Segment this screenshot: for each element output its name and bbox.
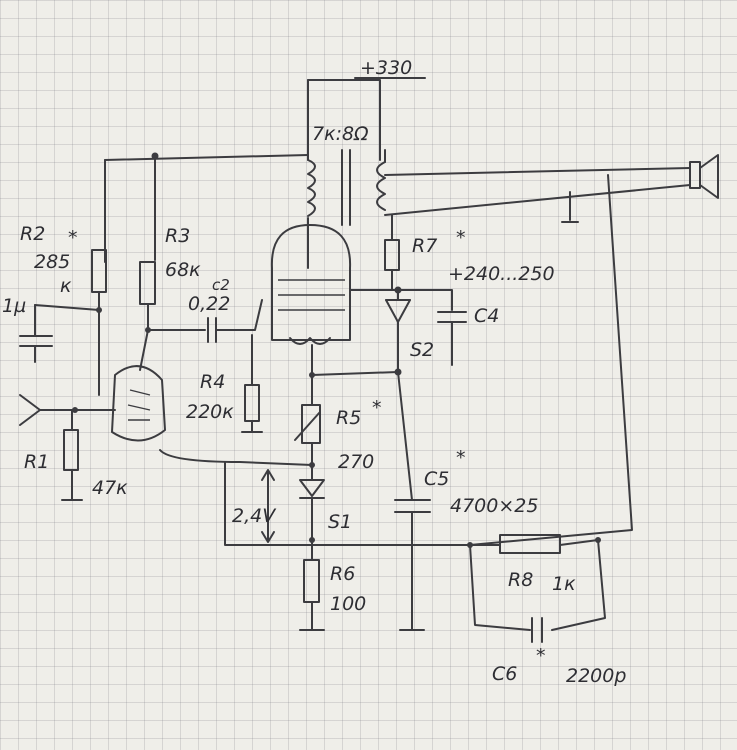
capacitor-c5: [394, 371, 431, 631]
resistor-r2: [34, 249, 107, 396]
resistor-r7: [384, 214, 402, 294]
r4-label: R4: [200, 371, 225, 393]
r8-value-label: 1к: [552, 573, 576, 595]
resistor-r1: [61, 409, 83, 501]
capacitor-c2: [147, 299, 263, 343]
capacitor-c6: [469, 539, 606, 643]
supply-voltage-label: +330: [360, 57, 412, 79]
c5-label: C5: [424, 468, 449, 490]
c6-value-label: 2200p: [566, 665, 626, 687]
r8-label: R8: [508, 569, 533, 591]
r7-star-label: *: [456, 227, 466, 249]
speaker-output: [384, 154, 719, 223]
supply-wiring: [307, 77, 426, 161]
c2-label: c2: [212, 276, 230, 294]
r5-value-label: 270: [338, 451, 374, 473]
feedback-loop: [469, 174, 633, 546]
s1-label: S1: [328, 511, 352, 533]
r1-value-label: 47к: [92, 477, 128, 499]
c2-value-label: 0,22: [188, 293, 230, 315]
ground-bus: [224, 461, 471, 546]
r1-label: R1: [24, 451, 49, 473]
c4-label: C4: [474, 305, 499, 327]
bias-arrow: [261, 469, 275, 543]
r2-value-label: 285: [34, 251, 70, 273]
r3-value-label: 68к: [165, 259, 201, 281]
r3-label: R3: [165, 225, 190, 247]
cathode-network: [309, 344, 399, 406]
resistor-r6: [299, 539, 325, 631]
zener-s2: [385, 289, 411, 376]
c4-voltage-label: +240...250: [448, 263, 555, 285]
top-bus: [104, 152, 309, 263]
c1-value-label: 1µ: [2, 295, 26, 317]
capacitor-c1: [19, 304, 53, 363]
c5-star-label: *: [456, 447, 466, 469]
bias-voltage-label: 2,4V: [232, 505, 277, 527]
r2-unit-label: к: [60, 275, 72, 297]
resistor-r8: [467, 534, 601, 554]
capacitor-c4: [397, 289, 467, 366]
transformer-label: 7к:8Ω: [312, 123, 369, 145]
output-transformer: [307, 149, 386, 231]
triode-tube: [19, 329, 166, 442]
r4-value-label: 220к: [186, 401, 234, 423]
r2-label: R2: [20, 223, 45, 245]
c6-label: C6: [492, 663, 517, 685]
diode-s1: [299, 464, 325, 543]
r5-label: R5: [336, 407, 361, 429]
r5-star-label: *: [372, 397, 382, 419]
resistor-r4: [241, 334, 263, 433]
r7-label: R7: [412, 235, 437, 257]
resistor-r5: [159, 404, 321, 468]
c6-star-label: *: [536, 645, 546, 667]
r2-star-label: *: [68, 227, 78, 249]
r6-label: R6: [330, 563, 355, 585]
c5-value-label: 4700×25: [450, 495, 538, 517]
r6-value-label: 100: [330, 593, 366, 615]
resistor-r3: [139, 261, 156, 333]
s2-label: S2: [410, 339, 434, 361]
pentode-tube: [270, 224, 399, 345]
